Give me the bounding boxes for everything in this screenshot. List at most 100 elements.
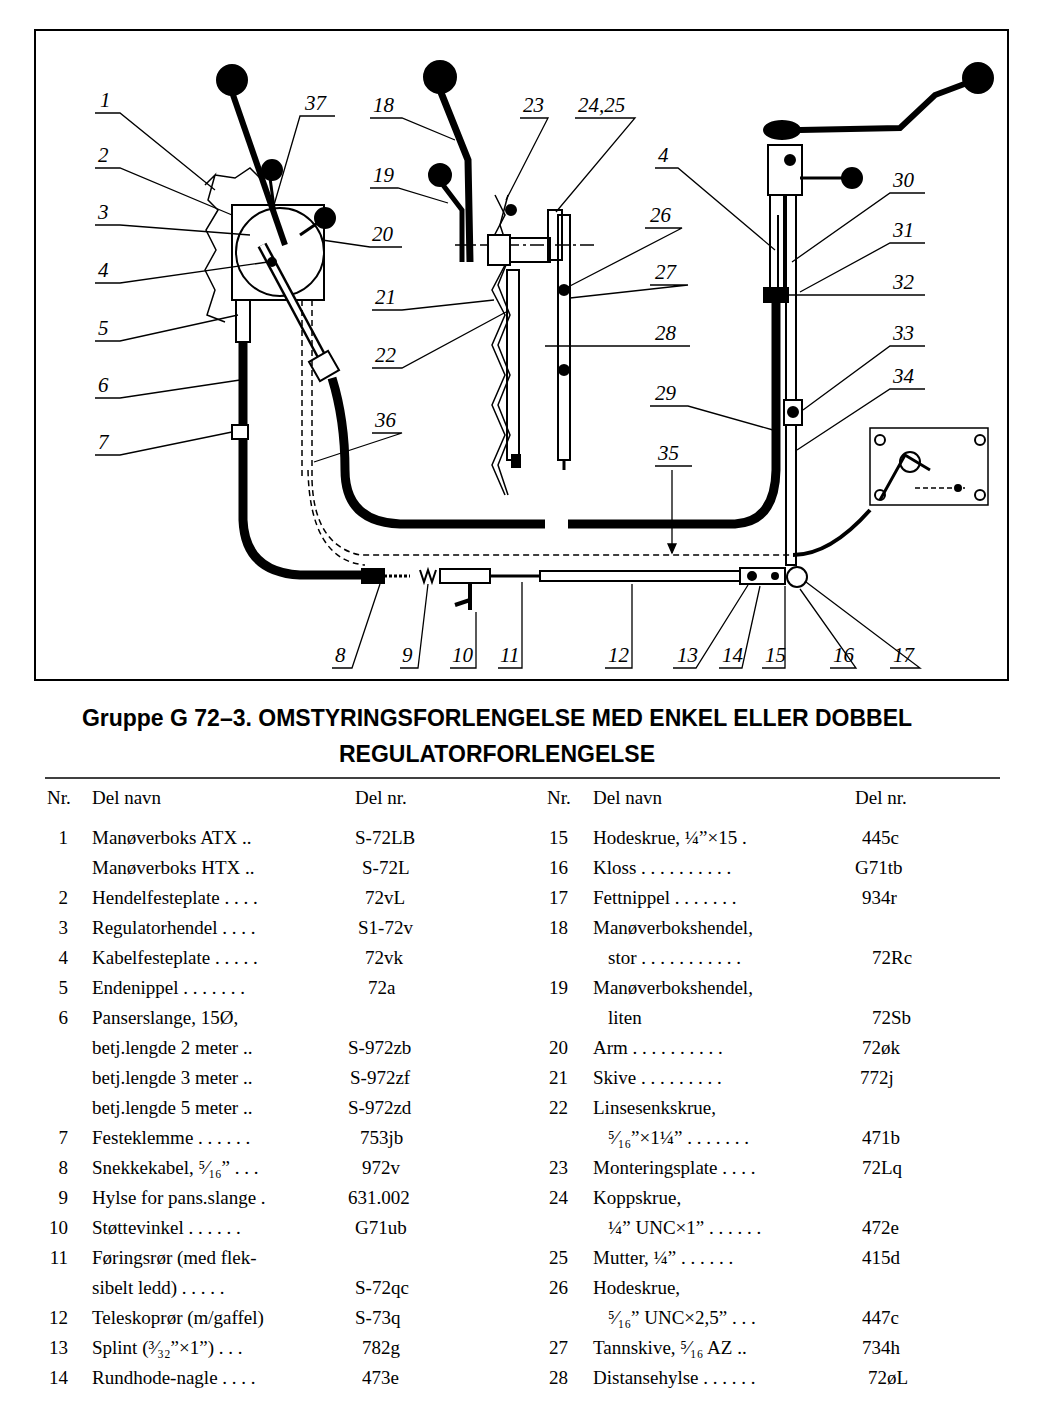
table-cell: Regulatorhendel . . . . <box>92 917 256 939</box>
part-number: 3 <box>38 917 68 939</box>
callout-number: 11 <box>500 643 519 667</box>
table-cell: Distansehylse . . . . . . <box>593 1367 756 1389</box>
table-cell: 447c <box>862 1307 899 1329</box>
table-cell: S-972zb <box>348 1037 411 1059</box>
part-number: 7 <box>38 1127 68 1149</box>
table-cell: ¼” UNC×1” . . . . . . <box>608 1217 761 1239</box>
table-cell: 471b <box>862 1127 900 1149</box>
table-cell: Skive . . . . . . . . . <box>593 1067 722 1089</box>
part-number: 4 <box>38 947 68 969</box>
table-cell: S-72L <box>362 857 410 879</box>
callout-number: 6 <box>98 373 109 397</box>
part-number: 21 <box>538 1067 568 1089</box>
table-cell: Mutter, ¼” . . . . . . <box>593 1247 733 1269</box>
callout-number: 2 <box>98 143 109 167</box>
table-cell: stor . . . . . . . . . . . <box>608 947 741 969</box>
callout-number: 21 <box>375 285 396 309</box>
table-cell: Arm . . . . . . . . . . <box>593 1037 723 1059</box>
table-cell: sibelt ledd) . . . . . <box>92 1277 224 1299</box>
part-number: 22 <box>538 1097 568 1119</box>
part-number: 15 <box>538 827 568 849</box>
table-cell: Tannskive, ⁵⁄₁₆ AZ .. <box>593 1337 747 1359</box>
table-cell: S-73q <box>355 1307 400 1329</box>
table-cell: liten <box>608 1007 642 1029</box>
table-cell: Føringsrør (med flek- <box>92 1247 257 1269</box>
table-cell: Hodeskrue, <box>593 1277 680 1299</box>
callout-number: 16 <box>833 643 854 667</box>
callout-number: 18 <box>373 93 394 117</box>
callout-number: 7 <box>98 430 109 454</box>
callout-number: 37 <box>305 91 326 115</box>
table-cell: Snekkekabel, ⁵⁄₁₆” . . . <box>92 1157 259 1179</box>
part-number: 27 <box>538 1337 568 1359</box>
table-cell: 72vk <box>365 947 403 969</box>
part-number: 18 <box>538 917 568 939</box>
table-cell: S1-72v <box>358 917 413 939</box>
part-number: 13 <box>38 1337 68 1359</box>
callout-number: 33 <box>893 321 914 345</box>
part-number: 8 <box>38 1157 68 1179</box>
callout-number: 10 <box>452 643 473 667</box>
table-cell: Teleskoprør (m/gaffel) <box>92 1307 264 1329</box>
table-cell: G71tb <box>855 857 903 879</box>
callout-number: 12 <box>608 643 629 667</box>
table-cell: 472e <box>862 1217 899 1239</box>
table-cell: Koppskrue, <box>593 1187 681 1209</box>
table-cell: 72vL <box>365 887 405 909</box>
callout-number: 17 <box>893 643 914 667</box>
table-cell: 631.002 <box>348 1187 410 1209</box>
part-number: 6 <box>38 1007 68 1029</box>
table-cell: S-72qc <box>355 1277 409 1299</box>
part-number: 2 <box>38 887 68 909</box>
table-cell: S-972zf <box>350 1067 410 1089</box>
table-cell: Festeklemme . . . . . . <box>92 1127 250 1149</box>
callout-number: 27 <box>655 260 676 284</box>
callout-number: 34 <box>893 364 914 388</box>
table-cell: 934r <box>862 887 897 909</box>
callout-number: 32 <box>893 270 914 294</box>
table-cell: Linsesenkskrue, <box>593 1097 716 1119</box>
table-cell: S-72LB <box>355 827 415 849</box>
table-cell: ⁵⁄₁₆”×1¼” . . . . . . . <box>608 1127 749 1149</box>
table-cell: 72Rc <box>872 947 912 969</box>
table-cell: Manøverboks HTX .. <box>92 857 255 879</box>
table-cell: S-972zd <box>348 1097 411 1119</box>
table-cell: Nr. <box>547 787 571 809</box>
table-cell: Hendelfesteplate . . . . <box>92 887 258 909</box>
table-cell: 72øk <box>862 1037 900 1059</box>
callout-number: 36 <box>375 408 396 432</box>
callout-number: 1 <box>100 88 111 112</box>
table-cell: Fettnippel . . . . . . . <box>593 887 737 909</box>
table-cell: ⁵⁄₁₆” UNC×2,5” . . . <box>608 1307 756 1329</box>
part-number: 26 <box>538 1277 568 1299</box>
callout-number: 4 <box>658 143 669 167</box>
table-cell: Panserslange, 15Ø, <box>92 1007 238 1029</box>
table-cell: Del navn <box>593 787 662 809</box>
part-number: 16 <box>538 857 568 879</box>
table-cell: Støttevinkel . . . . . . <box>92 1217 241 1239</box>
table-cell: 415d <box>862 1247 900 1269</box>
part-number: 5 <box>38 977 68 999</box>
part-number: 23 <box>538 1157 568 1179</box>
table-cell: Del navn <box>92 787 161 809</box>
part-number: 19 <box>538 977 568 999</box>
group-title: Gruppe G 72–3. OMSTYRINGSFORLENGELSE MED… <box>47 700 947 772</box>
callout-number: 13 <box>677 643 698 667</box>
table-cell: betj.lengde 5 meter .. <box>92 1097 252 1119</box>
part-number: 12 <box>38 1307 68 1329</box>
part-number: 24 <box>538 1187 568 1209</box>
callout-number: 31 <box>893 218 914 242</box>
part-number: 20 <box>538 1037 568 1059</box>
table-cell: 72Sb <box>872 1007 911 1029</box>
table-cell: Del nr. <box>855 787 907 809</box>
table-cell: Splint (³⁄₃₂”×1”) . . . <box>92 1337 243 1359</box>
part-number: 28 <box>538 1367 568 1389</box>
callout-number: 3 <box>98 200 109 224</box>
part-number: 17 <box>538 887 568 909</box>
callout-number: 22 <box>375 343 396 367</box>
table-cell: Kabelfesteplate . . . . . <box>92 947 258 969</box>
table-cell: Del nr. <box>355 787 407 809</box>
callout-number: 23 <box>523 93 544 117</box>
callout-number: 5 <box>98 316 109 340</box>
callout-number: 19 <box>373 163 394 187</box>
